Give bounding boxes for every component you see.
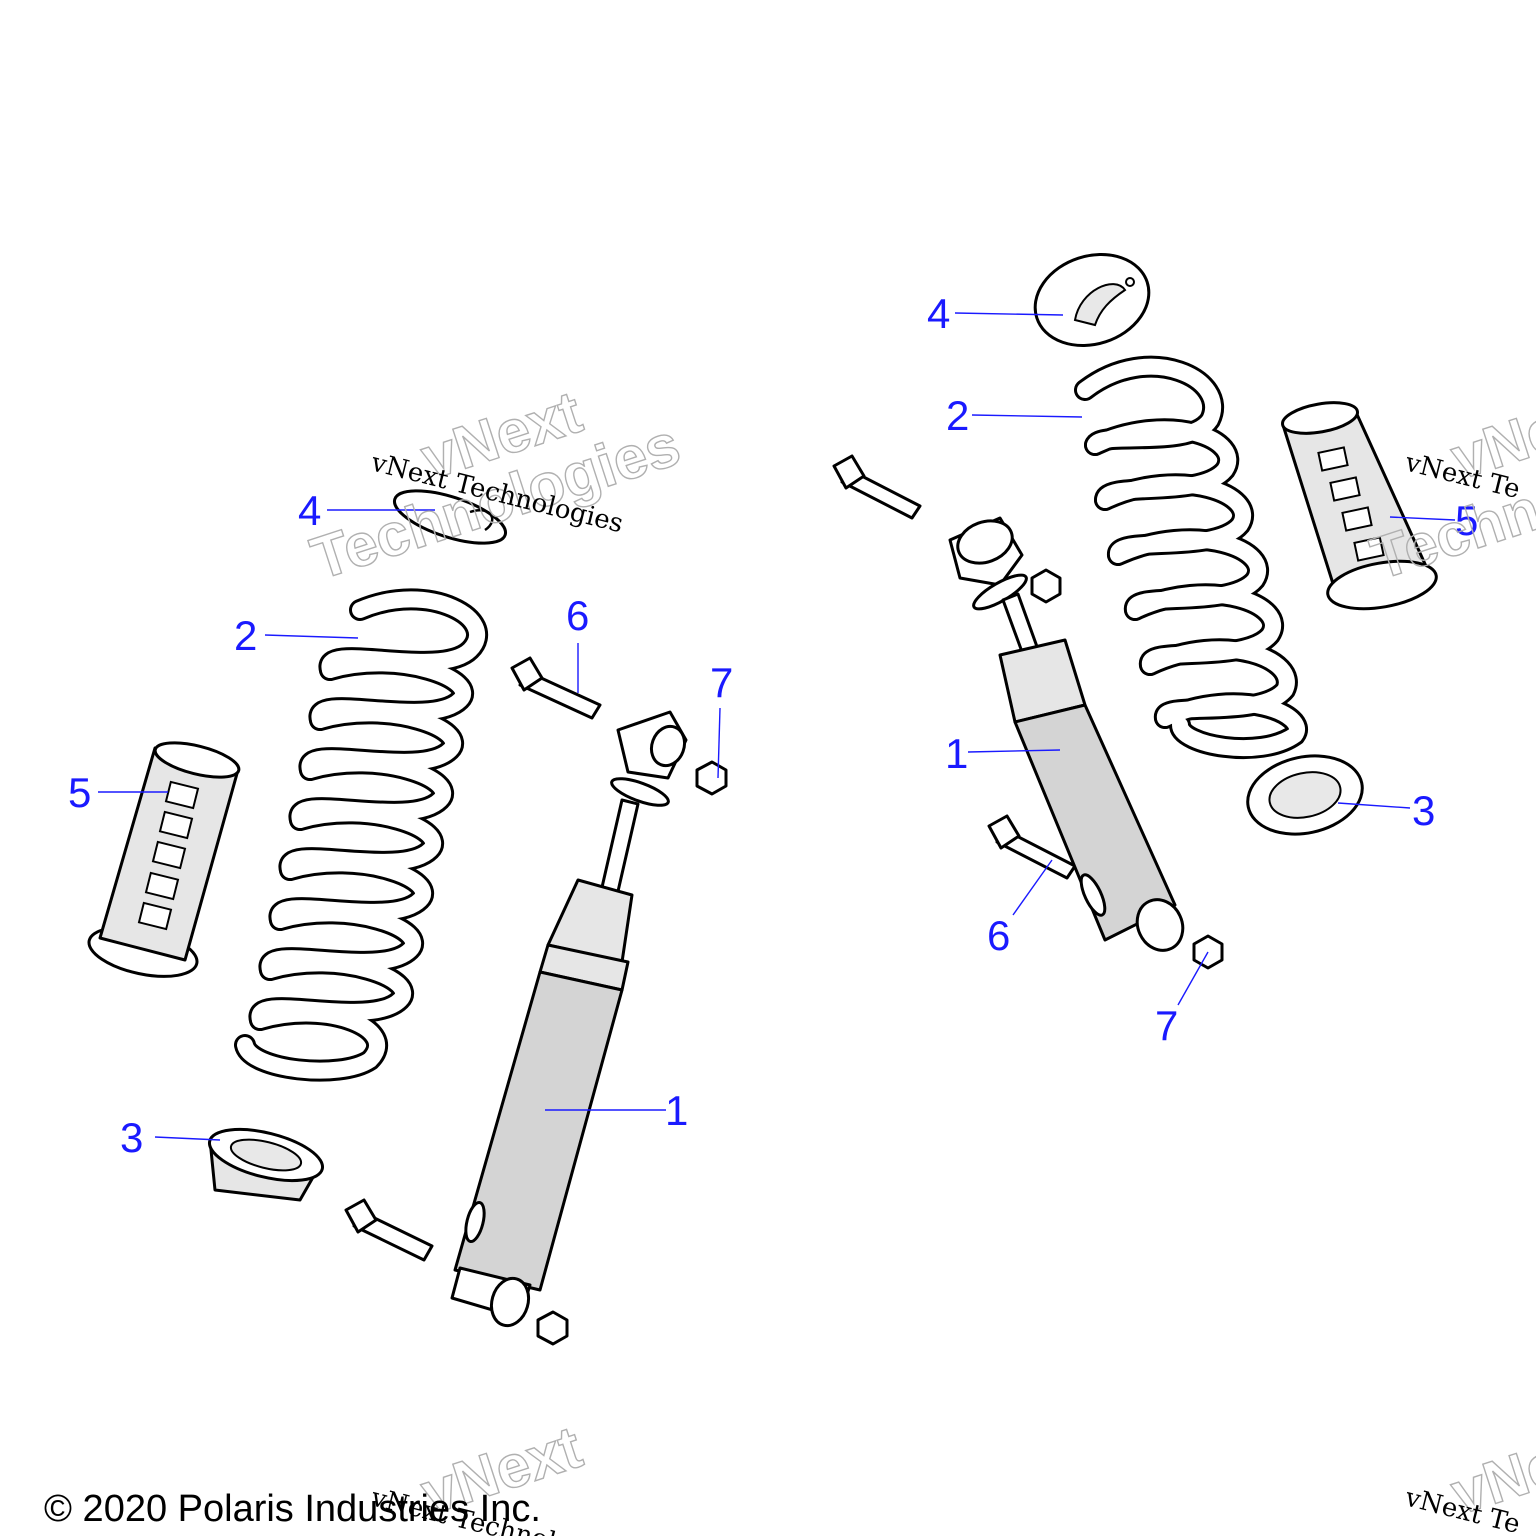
right-callout-1: 1 (945, 730, 968, 777)
right-callout-6: 6 (987, 912, 1010, 959)
left-leader-lines (98, 509, 721, 1141)
left-lower-nut (536, 1310, 569, 1346)
right-callout-7: 7 (1155, 1002, 1178, 1049)
right-bump-stop-cage (1280, 401, 1438, 611)
right-coil-spring (1074, 355, 1308, 760)
left-coil-spring (234, 588, 488, 1082)
left-callout-4: 4 (298, 487, 321, 534)
right-shock-absorber (948, 516, 1185, 952)
left-callout-7: 7 (710, 659, 733, 706)
left-shock-absorber (450, 710, 688, 1328)
left-callout-2: 2 (234, 612, 257, 659)
right-callout-2: 2 (946, 392, 969, 439)
left-callout-3: 3 (120, 1114, 143, 1161)
left-lower-bolt (344, 1198, 434, 1262)
left-top-washer (392, 489, 508, 545)
right-top-washer (1033, 252, 1151, 348)
left-assembly: 1 2 3 4 5 6 7 (68, 487, 733, 1346)
right-callout-4: 4 (927, 290, 950, 337)
left-callouts: 1 2 3 4 5 6 7 (68, 487, 733, 1161)
copyright-notice: © 2020 Polaris Industries Inc. (44, 1488, 541, 1530)
left-upper-nut (695, 760, 728, 796)
right-upper-nut (1030, 568, 1062, 604)
right-callout-5: 5 (1455, 497, 1478, 544)
right-lower-bolt (987, 814, 1077, 880)
right-leader-lines (954, 312, 1456, 1006)
left-upper-bolt (510, 656, 602, 720)
left-callout-5: 5 (68, 769, 91, 816)
right-callout-3: 3 (1412, 787, 1435, 834)
left-callout-6: 6 (566, 592, 589, 639)
left-bump-stop-cage (87, 741, 241, 978)
right-callouts: 4 2 5 1 3 6 7 (927, 290, 1478, 1049)
right-upper-bolt (832, 454, 922, 520)
left-spring-seat (207, 1127, 325, 1202)
right-assembly: 4 2 5 1 3 6 7 (832, 252, 1478, 1049)
right-spring-seat (1246, 754, 1364, 836)
left-callout-1: 1 (665, 1087, 688, 1134)
